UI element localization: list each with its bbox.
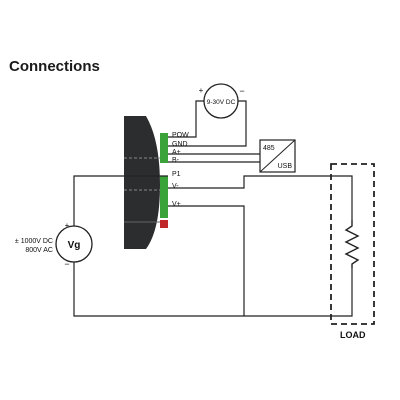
terminal-v-minus-label: V- <box>172 183 179 190</box>
source-label: Vg <box>68 240 81 251</box>
source-minus-sign: − <box>64 259 69 269</box>
terminal-a-plus-label: A+ <box>172 149 181 156</box>
voltage-source: Vg + − ± 1000V DC 800V AC <box>15 221 93 269</box>
transducer-module <box>124 116 168 249</box>
terminal-pow-label: POW <box>172 132 189 139</box>
wires <box>73 100 353 317</box>
resistor-icon <box>344 220 360 268</box>
converter-485-label: 485 <box>263 145 275 152</box>
status-indicator <box>160 220 168 228</box>
terminal-block-comm <box>160 133 168 163</box>
terminal-p1-label: P1 <box>172 171 181 178</box>
rs485-usb-converter: 485 USB <box>259 139 296 173</box>
supply-minus-sign: − <box>239 86 244 96</box>
page-title: Connections <box>9 58 100 75</box>
source-plus-sign: + <box>65 221 70 230</box>
dc-supply: 9-30V DC + − <box>199 83 245 119</box>
load: LOAD <box>330 163 375 340</box>
load-label: LOAD <box>340 330 366 340</box>
terminal-b-minus-label: B- <box>172 157 180 164</box>
converter-usb-label: USB <box>278 163 293 170</box>
terminal-block-measure <box>160 176 168 218</box>
supply-label: 9-30V DC <box>207 99 236 106</box>
source-rating-dc: ± 1000V DC <box>15 238 53 245</box>
terminal-v-plus-label: V+ <box>172 201 181 208</box>
supply-plus-sign: + <box>199 86 204 95</box>
source-rating-ac: 800V AC <box>25 247 53 254</box>
terminal-gnd-label: GND <box>172 141 188 148</box>
